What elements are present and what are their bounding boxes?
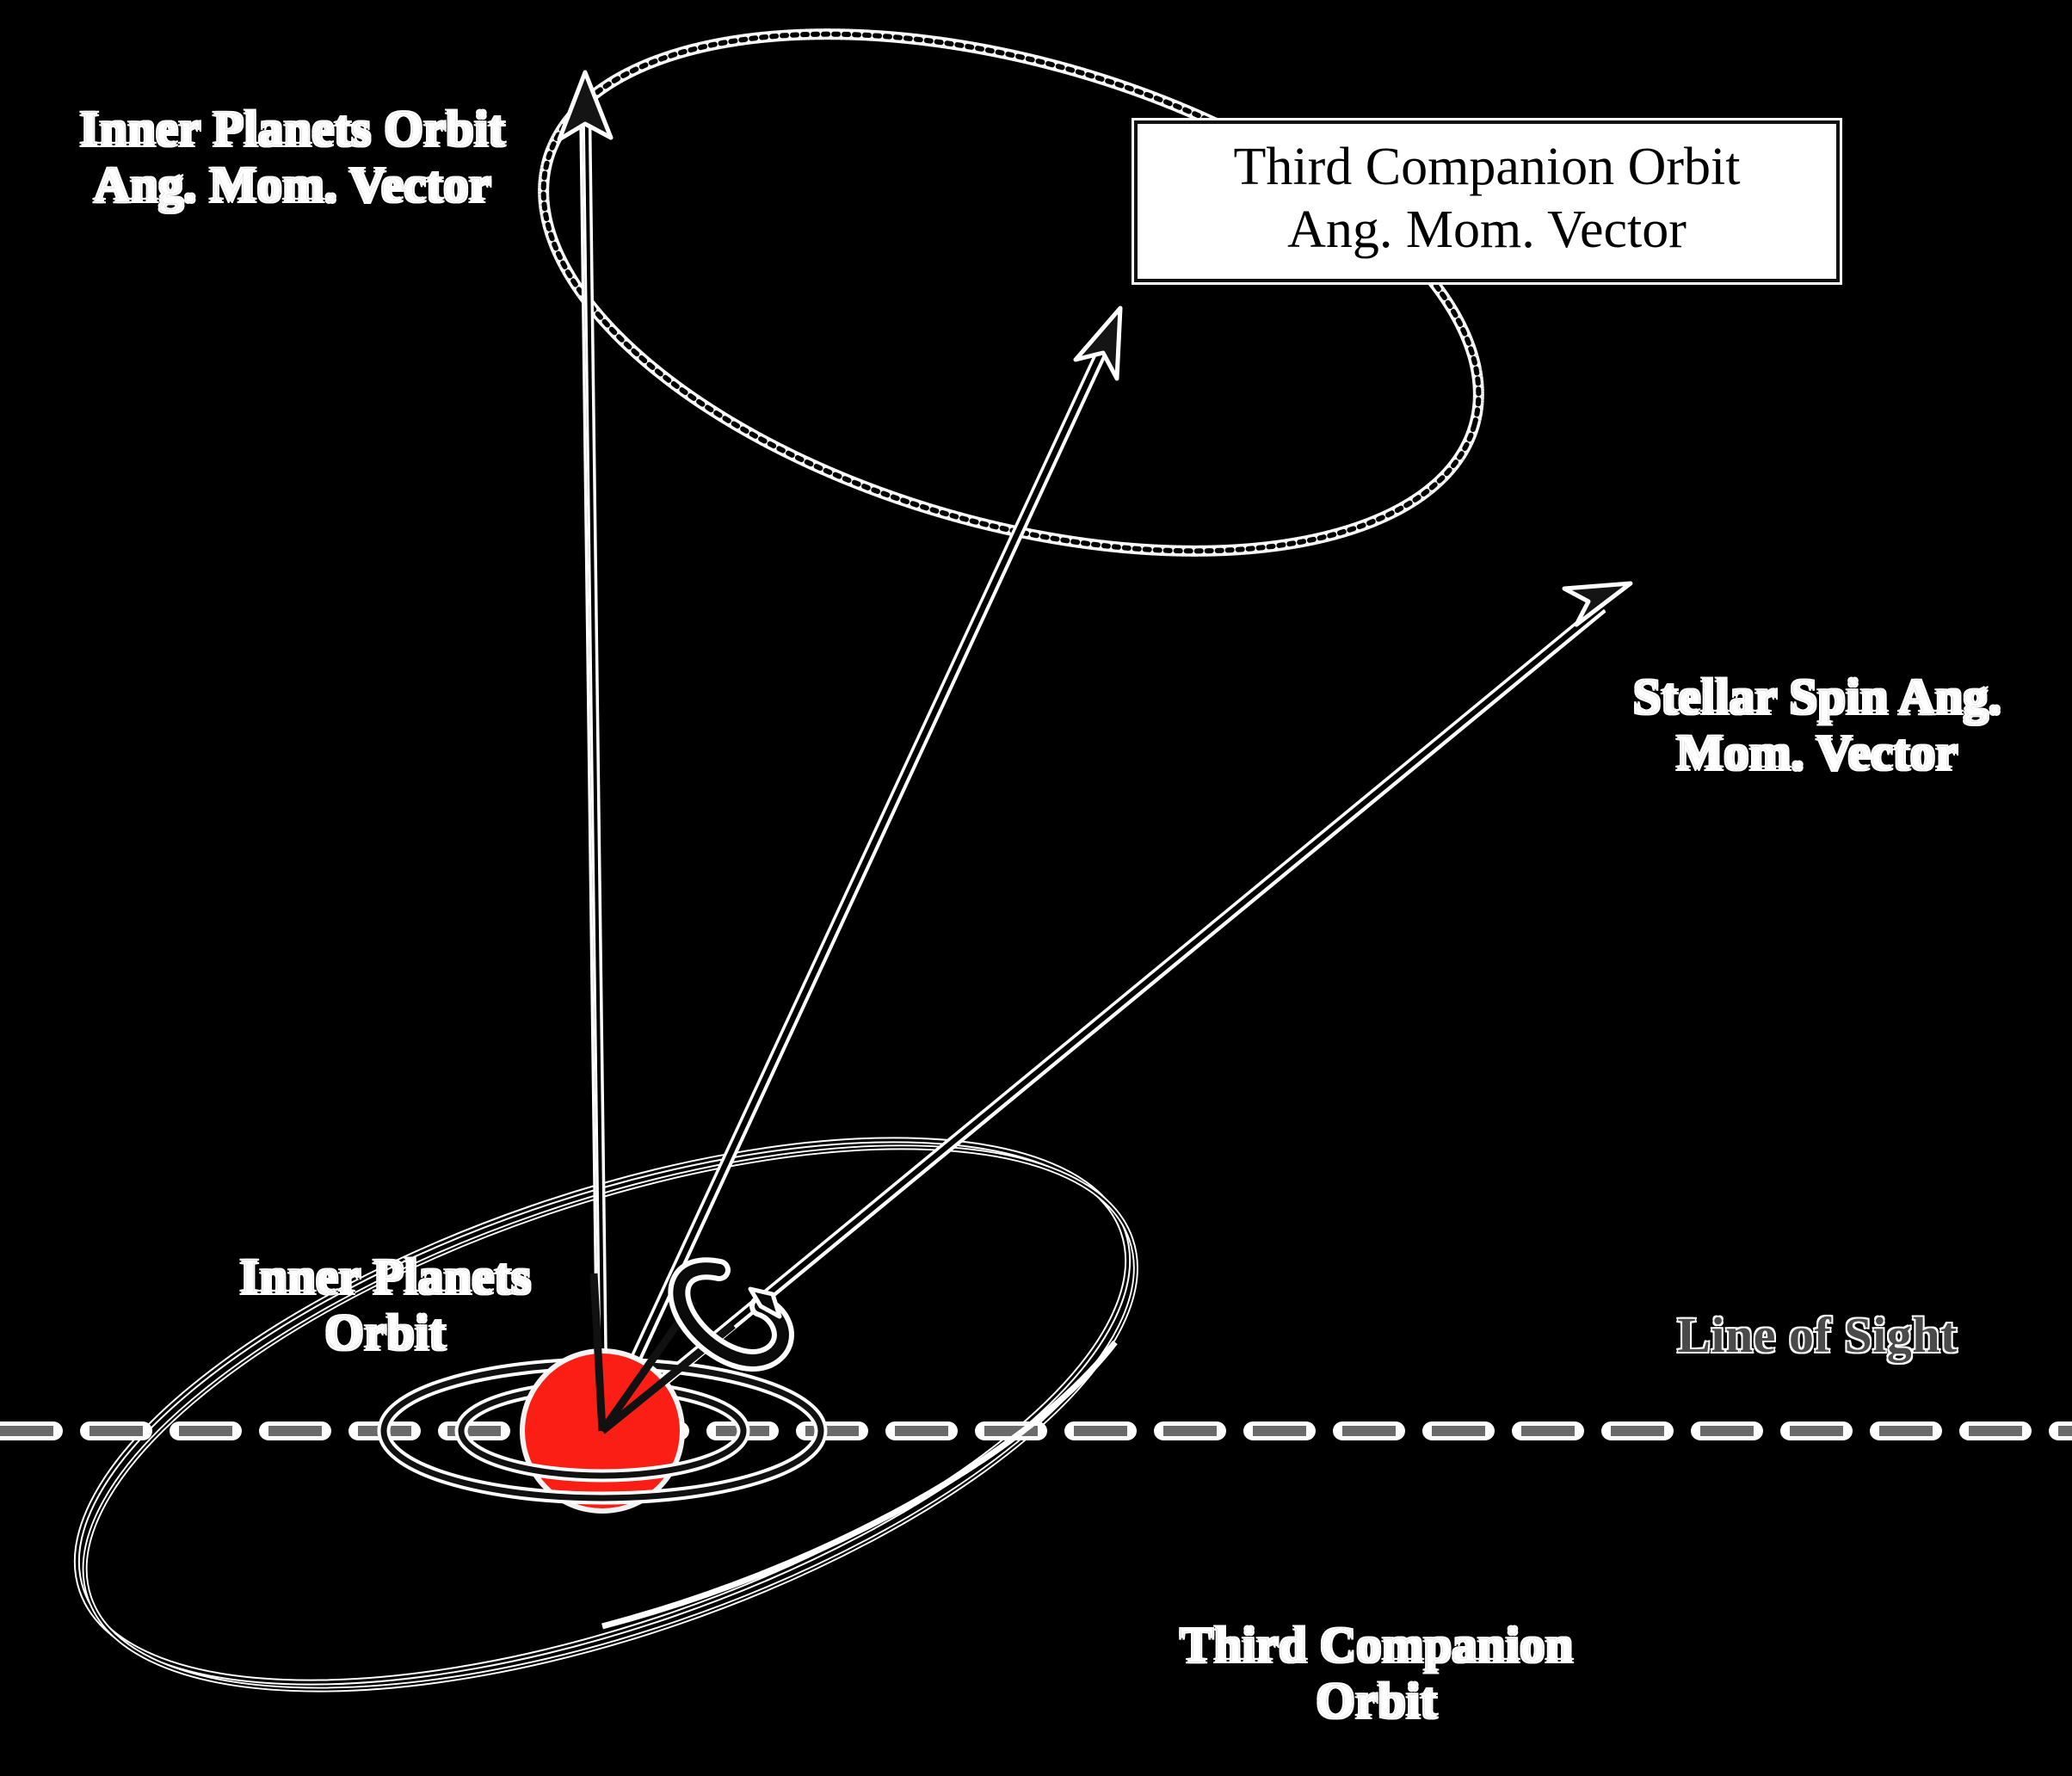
spin-curl-arrowhead — [748, 1286, 782, 1319]
spin-curl-arrow — [668, 1257, 794, 1372]
third-companion-orbit-ellipse — [73, 1137, 1138, 1693]
label-third-companion-angmom-vector: Third Companion Orbit Ang. Mom. Vector — [1134, 120, 1840, 283]
precession-cone-ellipse — [538, 28, 1484, 557]
inner-planets-angmom-vector — [557, 70, 614, 1432]
third-companion-arrowhead — [1073, 305, 1123, 381]
label-line-of-sight: Line of Sight — [1676, 1306, 1958, 1365]
label-inner-planets-orbit: Inner Planets Orbit — [238, 1248, 532, 1362]
label-inner-planets-angmom-vector: Inner Planets Orbit Ang. Mom. Vector — [78, 100, 507, 214]
inner-planets-orbit-rings-front — [377, 1430, 828, 1505]
label-stellar-spin-angmom-vector: Stellar Spin Ang. Mom. Vector — [1631, 668, 2002, 782]
inner-planets-arrowhead — [557, 70, 614, 142]
third-companion-angmom-vector — [596, 305, 1123, 1434]
stellar-spin-arrowhead — [1562, 581, 1633, 627]
label-third-companion-orbit: Third Companion Orbit — [1179, 1616, 1575, 1730]
third-companion-orbit-ellipse-front — [601, 1340, 1118, 1630]
